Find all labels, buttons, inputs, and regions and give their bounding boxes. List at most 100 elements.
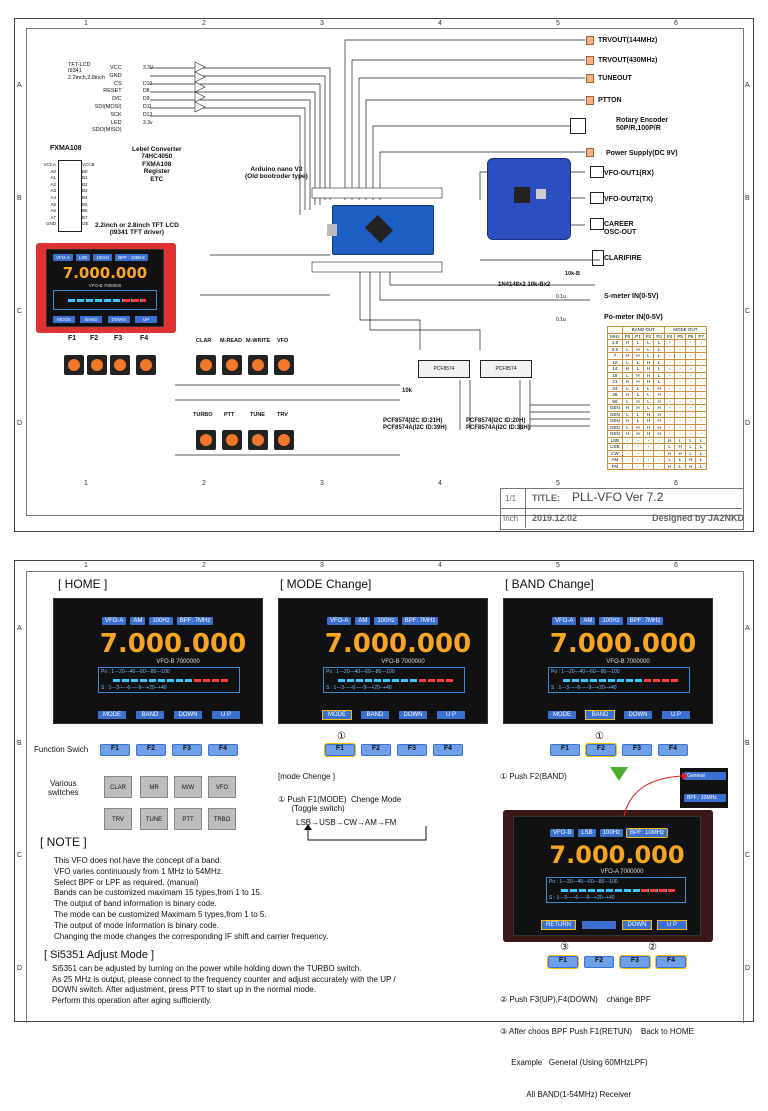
switch-mw[interactable]: M/W [174, 776, 202, 798]
pin-label: A7 [50, 214, 56, 220]
popup-item-bpf[interactable]: BPF : 10MHz [684, 794, 726, 802]
f4-button[interactable]: F4 [658, 744, 688, 756]
tact-switch-mread [222, 355, 242, 375]
tact-switch-ptt [222, 430, 242, 450]
pcf-left-label: PCF8574(I2C ID:21H) PCF8574A(I2C ID:39H) [383, 418, 447, 431]
soft-key-return: RETURN [541, 920, 576, 930]
connector [586, 56, 594, 65]
popup-item-general[interactable]: General [684, 772, 726, 780]
f1-button[interactable]: F1 [100, 744, 130, 756]
switch-label: TUNE [250, 412, 265, 418]
designer: Designed by JA2NKD [652, 513, 745, 523]
switch-trbo[interactable]: TRBO [208, 808, 236, 830]
col-number: 4 [438, 20, 442, 27]
step-marker: ② [648, 942, 657, 953]
output-label: CAREER OSC-OUT [604, 221, 637, 237]
vfo-chip: VFO-B [550, 829, 575, 837]
lcd-mode-change: VFO-A AM 100Hz BPF: 7MHz 7.000.000 VFO-B… [278, 598, 488, 724]
mode-cycle-return-arrow [304, 824, 427, 841]
bpf-chip: BPF: 7MHz [401, 617, 439, 625]
row-letter: B [745, 195, 750, 202]
table-cell: - [632, 462, 644, 470]
note-line: Changing the mode changes the correspond… [54, 931, 329, 941]
soft-key-blank [582, 921, 616, 929]
po-scale: Po : 1---20---40---60---80---100 [326, 669, 395, 675]
f1-button[interactable]: F1 [550, 744, 580, 756]
pin-label: VCC [110, 65, 122, 71]
switch-label: CLAR [196, 338, 212, 344]
f2-button[interactable]: F2 [136, 744, 166, 756]
f3-button[interactable]: F3 [397, 744, 427, 756]
f2-button[interactable]: F2 [585, 743, 617, 757]
si5351-line: As 25 MHz is output, please connect to t… [52, 974, 396, 984]
f4-button[interactable]: F4 [655, 955, 687, 969]
f3-button[interactable]: F3 [172, 744, 202, 756]
mode-chip: LSB [578, 829, 596, 837]
tact-switch-tune [248, 430, 268, 450]
soft-key-band: BAND [136, 711, 164, 719]
drawing-date: 2019.12.02 [532, 513, 578, 523]
vfo-chip: VFO-A [552, 617, 577, 625]
switch-mr[interactable]: MR [140, 776, 168, 798]
col-number: 3 [320, 20, 324, 27]
band-step: ③ After choos BPF Push F1(RETUN) Back to… [500, 1026, 694, 1036]
col-number: 6 [674, 562, 678, 569]
pin-label: D/C [112, 96, 122, 103]
col-number: 5 [556, 562, 560, 569]
col-number: 2 [202, 20, 206, 27]
lcd-band-change: VFO-A AM 100Hz BPF: 7MHz 7.000.000 VFO-B… [503, 598, 713, 724]
switch-clar[interactable]: CLAR [104, 776, 132, 798]
switch-trv[interactable]: TRV [104, 808, 132, 830]
soft-key-up: U P [437, 711, 465, 719]
f4-button[interactable]: F4 [433, 744, 463, 756]
vfo-chip: VFO-A [327, 617, 352, 625]
switch-ptt[interactable]: PTT [174, 808, 202, 830]
switch-tune[interactable]: TUNE [140, 808, 168, 830]
tft-screen: VFO-A LSB 100Hz BPF : 10MHz 7.000.000 VF… [46, 249, 164, 327]
section-title-mode: [ MODE Change] [280, 577, 372, 591]
pcf-right-label: PCF8574(I2C ID:20H) PCF8574A(I2C ID:38H) [466, 418, 530, 431]
f3-button[interactable]: F3 [619, 955, 651, 969]
output-label: S-meter IN(0-5V) [604, 293, 659, 300]
step-chip: 100Hz [599, 617, 623, 625]
si5351-line: Si5351 can be adjusted by turning on the… [52, 964, 362, 973]
si5351-title: [ Si5351 Adjust Mode ] [44, 949, 155, 961]
soft-key-up: U P [657, 920, 687, 930]
tact-switch-trv [274, 430, 294, 450]
row-letter: C [745, 852, 751, 859]
meter: Po : 1---20---40---60---80---100 S : 1--… [98, 667, 240, 693]
row-letter: C [745, 308, 751, 315]
mode-change-step: ① Push F1(MODE) Chenge Mode (Toggle swit… [278, 795, 402, 814]
pin-value: D8 [143, 88, 150, 95]
f2-button[interactable]: F2 [361, 744, 391, 756]
soft-keys: MODE BAND DOWN UP [53, 316, 157, 323]
soft-key-band: BAND [361, 711, 389, 719]
col-number: 3 [320, 480, 324, 487]
frequency-display: 7.000.000 [62, 264, 148, 282]
popup-menu: General BPF : 10MHz [680, 768, 728, 808]
output-label: Power Supply(DC 9V) [606, 150, 678, 157]
s-scale: S : 1---3-----6-----9---+20--+40 [551, 685, 617, 691]
row-letter: A [745, 82, 750, 89]
f1-button[interactable]: F1 [324, 743, 356, 757]
f1-button[interactable]: F1 [547, 955, 579, 969]
switch-vfo[interactable]: VFO [208, 776, 236, 798]
soft-key-down: DOWN [622, 920, 652, 930]
sheet-number: 1/1 [505, 494, 517, 503]
f4-button[interactable]: F4 [208, 744, 238, 756]
col-number: 6 [674, 480, 678, 487]
f3-button[interactable]: F3 [622, 744, 652, 756]
soft-key: MODE [53, 316, 75, 323]
f2-button[interactable]: F2 [584, 956, 614, 968]
soft-key-down: DOWN [624, 711, 652, 719]
tact-switch-f2 [87, 355, 107, 375]
pin-label: B2 [82, 181, 88, 187]
bnc-icon [590, 218, 604, 230]
tact-switch-turbo [196, 430, 216, 450]
